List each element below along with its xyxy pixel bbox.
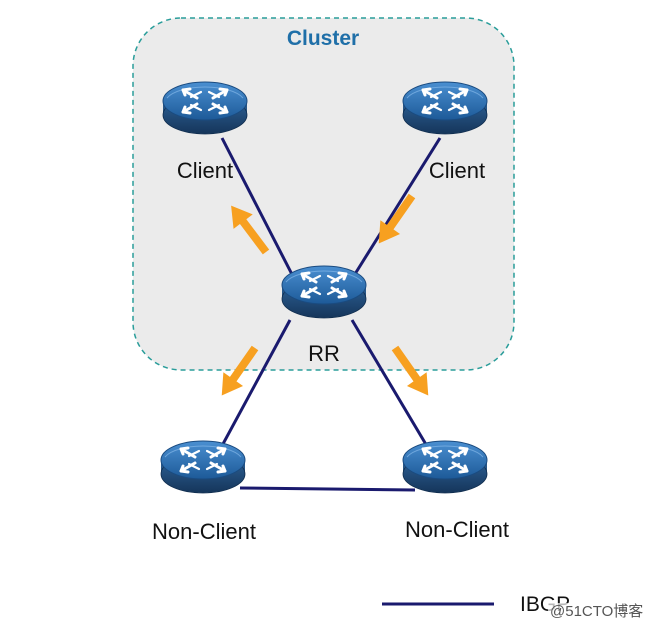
cluster-title: Cluster	[286, 27, 360, 50]
client-left-label: Client	[176, 158, 234, 183]
nonclient-left-label: Non-Client	[152, 519, 256, 544]
router-client-left-icon	[161, 80, 249, 136]
router-rr-icon	[280, 264, 368, 320]
client-right-label: Client	[428, 158, 486, 183]
nonclient-right-label: Non-Client	[405, 517, 509, 542]
router-nonclient-right-icon	[401, 439, 489, 495]
link-rr-client-left	[220, 137, 302, 291]
rr-label: RR	[308, 341, 340, 366]
link-rr-client-right	[343, 137, 442, 291]
router-nonclient-left-icon	[159, 439, 247, 495]
link-nonclient-nonclient	[239, 486, 416, 492]
router-client-right-icon	[401, 80, 489, 136]
watermark: @51CTO博客	[548, 603, 646, 620]
